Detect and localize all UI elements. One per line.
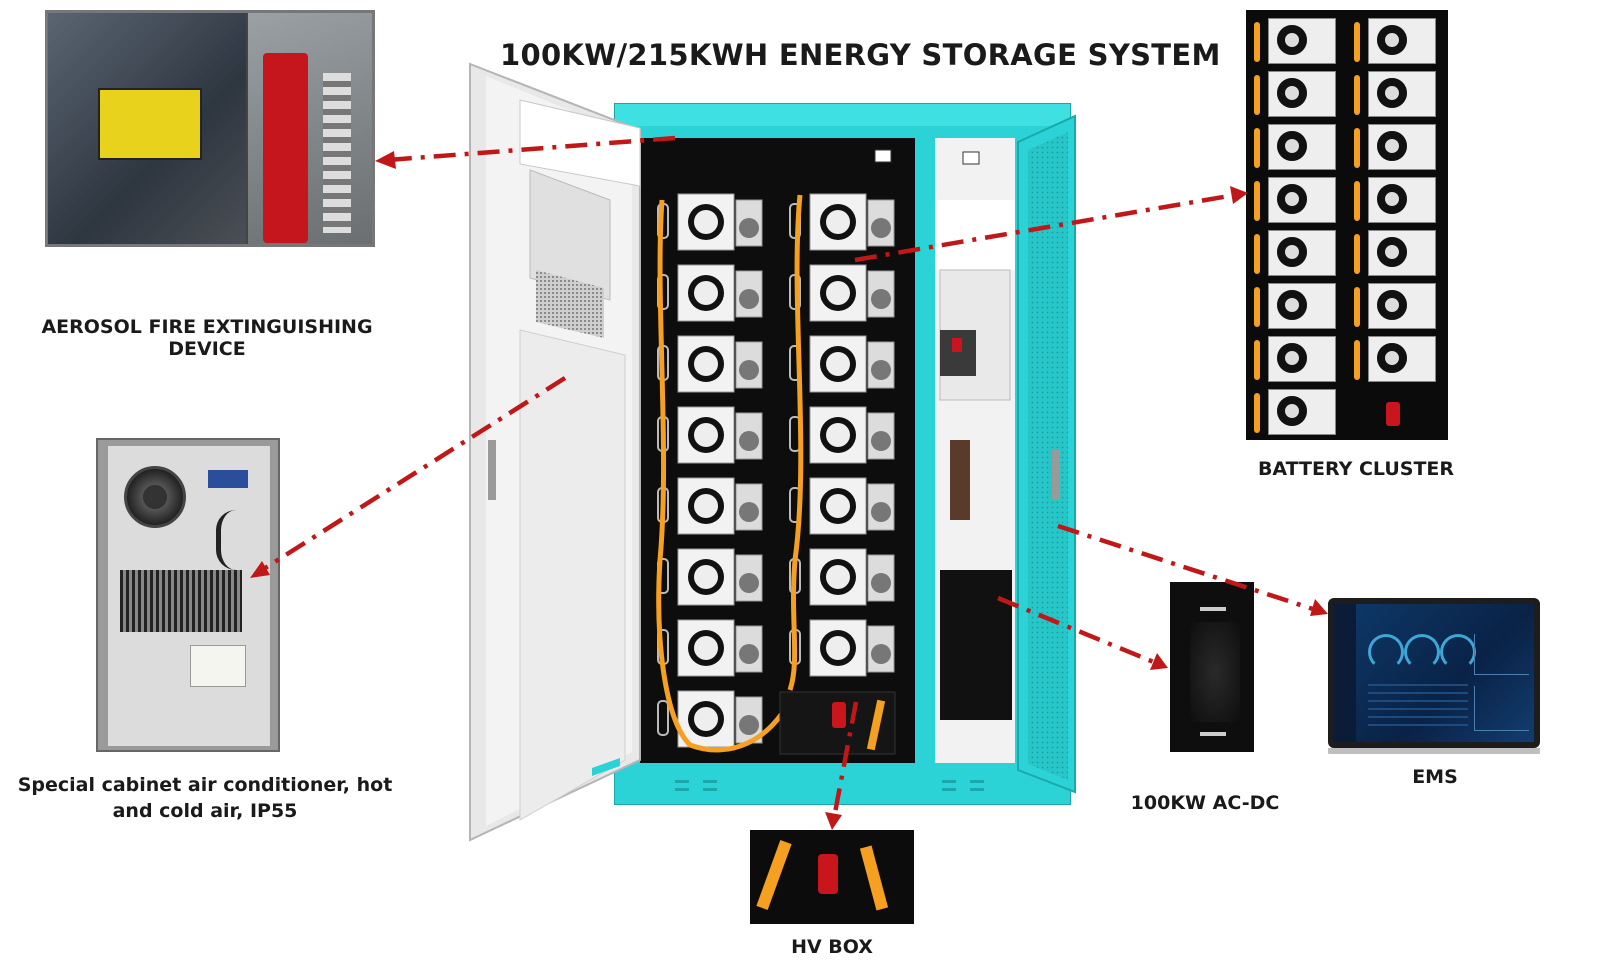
aerosol-label: AEROSOL FIRE EXTINGUISHING DEVICE <box>41 316 373 360</box>
hv-red-switch <box>818 854 838 894</box>
rack-hv-box <box>779 691 896 755</box>
battery-module <box>789 548 895 606</box>
callout-arrows <box>260 135 1317 819</box>
battery-module <box>657 548 763 606</box>
battery-module <box>789 335 895 393</box>
battery-cluster-photo <box>1246 10 1448 440</box>
orange-cable <box>787 194 804 691</box>
cluster-battery-module <box>1368 71 1436 117</box>
arrow-to-acdc <box>997 595 1157 666</box>
arrow-to-battery-cluster <box>854 192 1236 263</box>
arrow-to-ems <box>1057 523 1317 613</box>
battery-module <box>657 690 763 748</box>
arrow-to-hv-box <box>831 701 859 819</box>
orange-cable <box>656 199 793 753</box>
cluster-battery-module <box>1368 124 1436 170</box>
arrow-to-aircon <box>260 376 567 572</box>
cluster-battery-module <box>1368 283 1436 329</box>
cluster-battery-module <box>1368 177 1436 223</box>
hv-box-photo <box>750 830 914 924</box>
ems-screen <box>1334 604 1534 742</box>
left-door <box>469 62 641 842</box>
battery-module <box>657 619 763 677</box>
cluster-battery-module <box>1268 230 1336 276</box>
extinguisher-label-box <box>98 88 202 160</box>
acdc-label: 100KW AC-DC <box>1130 792 1280 814</box>
right-door <box>1017 114 1076 794</box>
battery-cluster-label: BATTERY CLUSTER <box>1257 458 1455 480</box>
cluster-battery-module <box>1268 177 1336 223</box>
hv-box-label: HV BOX <box>791 936 873 958</box>
fan-icon <box>124 466 186 528</box>
air-conditioner-label-line2: and cold air, IP55 <box>112 800 298 822</box>
battery-module <box>657 193 763 251</box>
battery-module <box>789 406 895 464</box>
air-conditioner-photo <box>96 438 280 752</box>
aerosol-device-photo <box>45 10 375 247</box>
cluster-battery-module <box>1268 18 1336 64</box>
battery-module <box>789 193 895 251</box>
battery-module <box>657 335 763 393</box>
ems-label: EMS <box>1412 766 1458 788</box>
arrow-to-aerosol <box>387 135 676 163</box>
cluster-battery-module <box>1368 18 1436 64</box>
battery-module <box>657 406 763 464</box>
air-conditioner-label-line1: Special cabinet air conditioner, hot <box>17 774 393 796</box>
ems-laptop <box>1328 598 1540 758</box>
arrow-heads <box>250 151 1328 830</box>
vent-grille <box>120 570 242 632</box>
acdc-photo <box>1170 582 1254 752</box>
cluster-battery-module <box>1268 71 1336 117</box>
red-extinguisher-tube <box>263 53 308 243</box>
battery-module <box>789 477 895 535</box>
diagram-title: 100KW/215KWH ENERGY STORAGE SYSTEM <box>500 38 1221 72</box>
cluster-battery-module <box>1368 230 1436 276</box>
cluster-battery-module <box>1268 389 1336 435</box>
battery-module <box>657 264 763 322</box>
cluster-battery-module <box>1268 283 1336 329</box>
battery-rack <box>656 193 895 753</box>
cluster-battery-module <box>1368 336 1436 382</box>
battery-module <box>657 477 763 535</box>
cluster-battery-module <box>1268 336 1336 382</box>
cluster-battery-module <box>1268 124 1336 170</box>
battery-module <box>789 264 895 322</box>
